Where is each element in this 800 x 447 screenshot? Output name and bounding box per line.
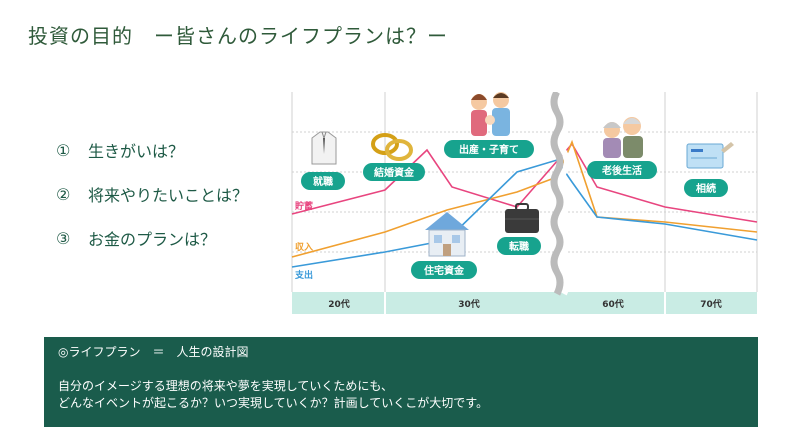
question-number: ③ <box>56 228 71 248</box>
question-item: ① 生きがいは？ <box>56 128 248 172</box>
series-label-income: 収入 <box>295 241 313 253</box>
question-item: ③ お金のプランは？ <box>56 216 248 260</box>
age-label-70s: 70代 <box>700 298 722 310</box>
definition-text-line1: 自分のイメージする理想の将来や夢を実現していくためにも、 <box>58 379 394 393</box>
question-text: 生きがいは？ <box>88 142 185 161</box>
question-number: ② <box>56 184 71 204</box>
question-list: ① 生きがいは？ ② 将来やりたいことは？ ③ お金のプランは？ <box>56 128 248 260</box>
event-label: 相続 <box>696 182 716 195</box>
bankbook-icon <box>686 142 734 169</box>
event-childcare: 出産・子育て <box>444 140 534 158</box>
series-label-expense: 支出 <box>294 269 313 281</box>
event-wedding: 結婚資金 <box>363 163 425 181</box>
elderly-couple-icon <box>603 117 643 158</box>
event-housing: 住宅資金 <box>411 261 477 279</box>
event-label: 住宅資金 <box>424 264 465 277</box>
age-label-20s: 20代 <box>328 298 350 310</box>
briefcase-icon <box>505 203 539 233</box>
lifeplan-diagram: 貯蓄 収入 支出 20代 30代 60代 70代 <box>291 92 758 314</box>
house-icon <box>425 212 469 257</box>
event-label: 出産・子育て <box>459 143 519 156</box>
age-label-30s: 30代 <box>458 298 480 310</box>
definition-heading: ◎ライフプラン ＝ 人生の設計図 <box>58 345 249 359</box>
question-number: ① <box>56 140 71 160</box>
event-job: 就職 <box>301 172 345 190</box>
shirt-icon <box>311 131 337 165</box>
page-title: 投資の目的 ー皆さんのライフプランは？ー <box>28 24 448 48</box>
event-career-change: 転職 <box>497 237 541 255</box>
rings-icon <box>371 133 413 161</box>
event-label: 結婚資金 <box>374 166 415 179</box>
question-text: お金のプランは？ <box>88 230 217 249</box>
definition-box: ◎ライフプラン ＝ 人生の設計図 自分のイメージする理想の将来や夢を実現していく… <box>44 337 758 427</box>
question-item: ② 将来やりたいことは？ <box>56 172 248 216</box>
event-label: 老後生活 <box>601 164 642 177</box>
question-text: 将来やりたいことは？ <box>88 186 249 205</box>
age-band <box>292 292 757 314</box>
family-icon <box>471 92 510 136</box>
series-label-savings: 貯蓄 <box>295 200 313 212</box>
definition-text-line2: どんなイベントが起こるか？いつ実現していくか？計画していくこが大切です。 <box>58 396 489 410</box>
age-label-60s: 60代 <box>602 298 624 310</box>
event-inheritance: 相続 <box>684 179 728 197</box>
event-label: 就職 <box>313 175 333 188</box>
time-break <box>550 92 570 296</box>
event-retirement: 老後生活 <box>587 161 657 179</box>
event-label: 転職 <box>509 240 529 253</box>
